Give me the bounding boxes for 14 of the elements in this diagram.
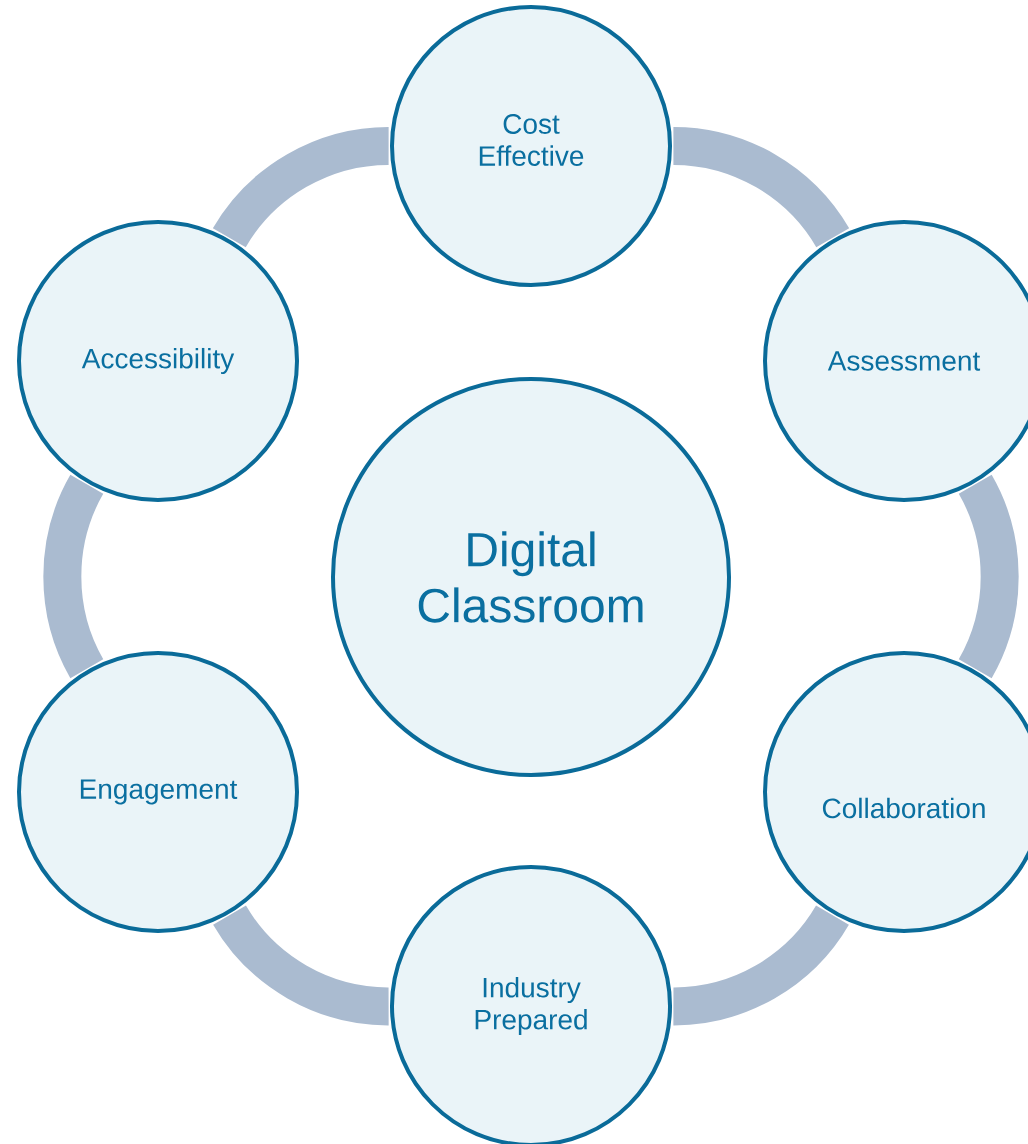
central-circle bbox=[331, 377, 731, 777]
circle-label: Cost Effective bbox=[479, 114, 584, 166]
circle-label: Accessibility bbox=[81, 347, 235, 375]
topic-circle bbox=[17, 220, 299, 502]
topic-circle bbox=[17, 651, 299, 933]
topic-circle bbox=[763, 220, 1028, 502]
circle-label: Collaboration bbox=[822, 797, 985, 819]
circle-label: Digital Classroom bbox=[418, 531, 643, 623]
circle-label: Assessment bbox=[827, 351, 981, 371]
topic-circle bbox=[763, 651, 1028, 933]
circle-label: Engagement bbox=[80, 779, 238, 805]
topic-circle bbox=[390, 865, 672, 1144]
topic-circle bbox=[390, 5, 672, 287]
circle-label: Industry Prepared bbox=[475, 976, 587, 1036]
